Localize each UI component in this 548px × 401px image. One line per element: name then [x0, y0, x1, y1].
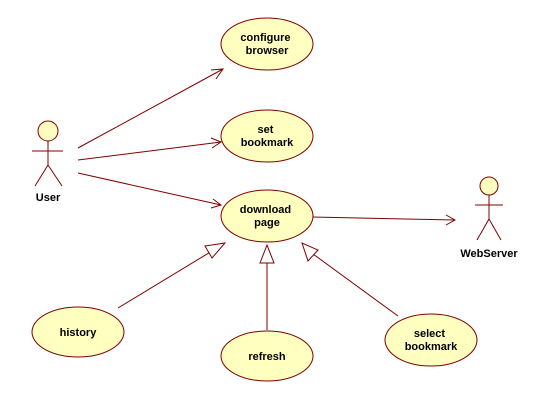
association-user-set-bookmark[interactable]	[77, 137, 223, 161]
usecase-configure-browser[interactable]: configure browser	[220, 17, 314, 71]
usecase-refresh[interactable]: refresh	[220, 330, 314, 382]
generalization-refresh-download-page[interactable]	[259, 243, 275, 330]
usecase-set-bookmark[interactable]: set bookmark	[220, 109, 314, 163]
usecase-select-bookmark-label-2: bookmark	[405, 341, 458, 353]
svg-text:download page: download page	[240, 204, 294, 229]
usecase-configure-browser-label-2: browser	[246, 45, 290, 57]
generalization-select-bookmark-download-page[interactable]	[301, 242, 399, 317]
usecase-download-page[interactable]: download page	[220, 189, 314, 243]
svg-text:select bookmark: select bookmark	[405, 328, 458, 353]
usecase-set-bookmark-label-1: set	[258, 124, 274, 136]
actor-webserver-label: WebServer	[460, 248, 518, 260]
association-user-configure-browser[interactable]	[77, 68, 225, 149]
usecase-set-bookmark-label-2: bookmark	[241, 137, 294, 149]
svg-text:set bookmark: set bookmark	[241, 124, 294, 149]
association-download-page-webserver[interactable]	[311, 214, 457, 226]
usecase-select-bookmark[interactable]: select bookmark	[384, 313, 478, 367]
actor-user-figure-icon	[32, 120, 63, 187]
usecase-refresh-label: refresh	[248, 351, 286, 363]
actor-webserver-figure-icon	[475, 176, 503, 241]
association-user-download-page[interactable]	[77, 172, 223, 209]
usecase-download-page-label-1: download	[240, 204, 291, 216]
usecase-history[interactable]: history	[31, 306, 125, 358]
svg-text:configure browser: configure browser	[240, 32, 293, 57]
actor-user-label: User	[36, 192, 61, 204]
usecase-select-bookmark-label-1: select	[414, 328, 446, 340]
usecase-history-label: history	[60, 327, 98, 339]
actor-user[interactable]: User	[32, 120, 63, 204]
usecase-download-page-label-2: page	[254, 217, 280, 229]
usecase-configure-browser-label-1: configure	[240, 32, 290, 44]
generalization-history-download-page[interactable]	[117, 242, 227, 309]
actor-webserver[interactable]: WebServer	[460, 176, 518, 260]
